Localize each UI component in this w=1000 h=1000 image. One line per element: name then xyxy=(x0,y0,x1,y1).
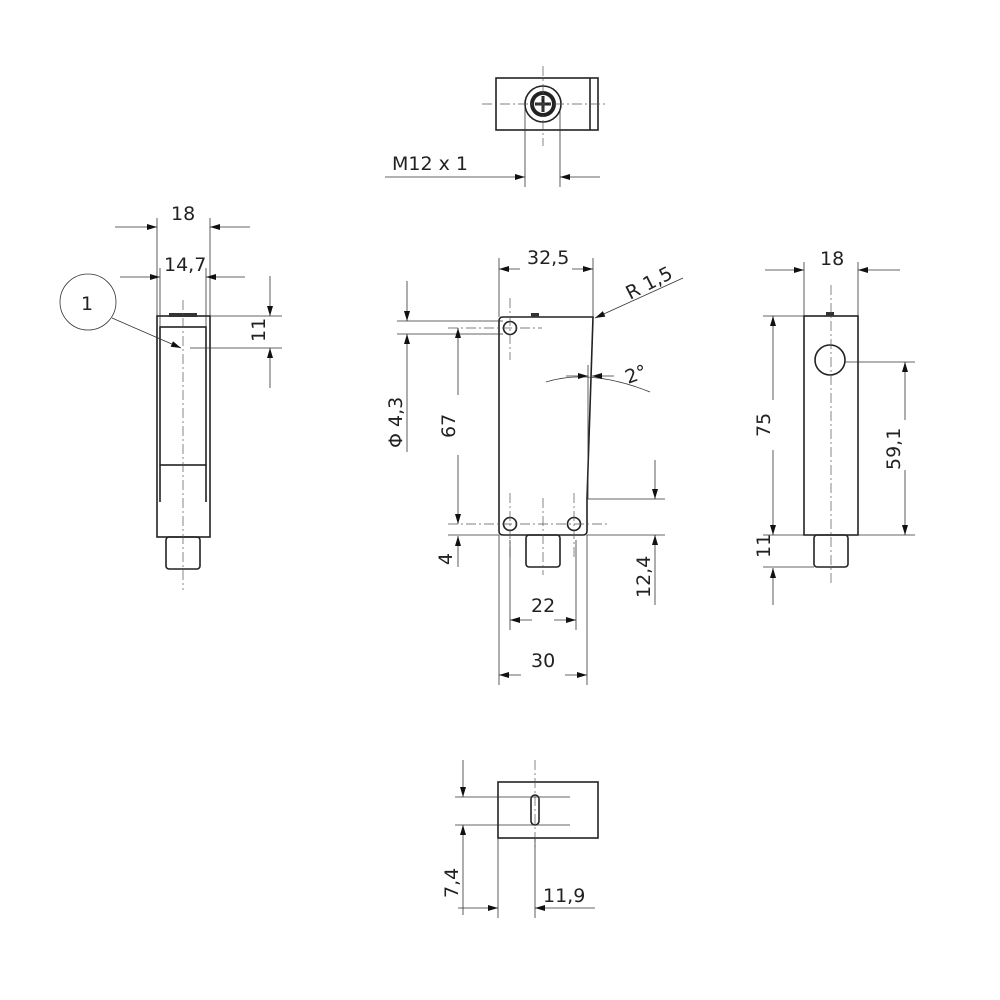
lens xyxy=(814,344,846,376)
dim-width-outer: 18 xyxy=(171,203,195,225)
dim-width-inner: 14,7 xyxy=(164,254,206,276)
bottom-view: 7,4 11,9 xyxy=(441,760,599,918)
left-side-view: 1 18 14,7 11 xyxy=(59,203,282,590)
dim-offset: 11 xyxy=(248,318,270,342)
right-side-view: 18 75 59,1 11 xyxy=(753,248,915,605)
dim-step-height: 12,4 xyxy=(633,556,655,598)
dim-width-top: 32,5 xyxy=(527,247,569,269)
top-view: M12 x 1 xyxy=(385,66,605,187)
bottom-view-body xyxy=(497,781,599,839)
left-view-body xyxy=(156,315,211,538)
dim-lens-height: 59,1 xyxy=(883,428,905,470)
callout-number: 1 xyxy=(81,293,93,315)
dim-hole-diameter: Φ 4,3 xyxy=(385,397,407,448)
dim-hole-spacing-vertical: 67 xyxy=(438,414,460,438)
dim-width-bottom: 30 xyxy=(531,650,555,672)
dim-width: 18 xyxy=(820,248,844,270)
dim-height: 75 xyxy=(753,413,775,437)
front-view: 32,5 R 1,5 2° Φ 4,3 67 4 12,4 22 xyxy=(385,247,684,685)
dim-hole-spacing-horizontal: 22 xyxy=(531,595,555,617)
dim-radius: R 1,5 xyxy=(622,262,676,304)
dim-slot-offset: 7,4 xyxy=(441,868,463,898)
dim-slot-position: 11,9 xyxy=(543,885,585,907)
thread-label: M12 x 1 xyxy=(392,153,468,175)
dim-angle: 2° xyxy=(622,361,650,389)
callout-circle xyxy=(59,273,117,331)
dim-connector-length: 11 xyxy=(753,534,775,558)
dim-hole-offset: 4 xyxy=(435,553,457,565)
front-view-body xyxy=(498,316,594,536)
